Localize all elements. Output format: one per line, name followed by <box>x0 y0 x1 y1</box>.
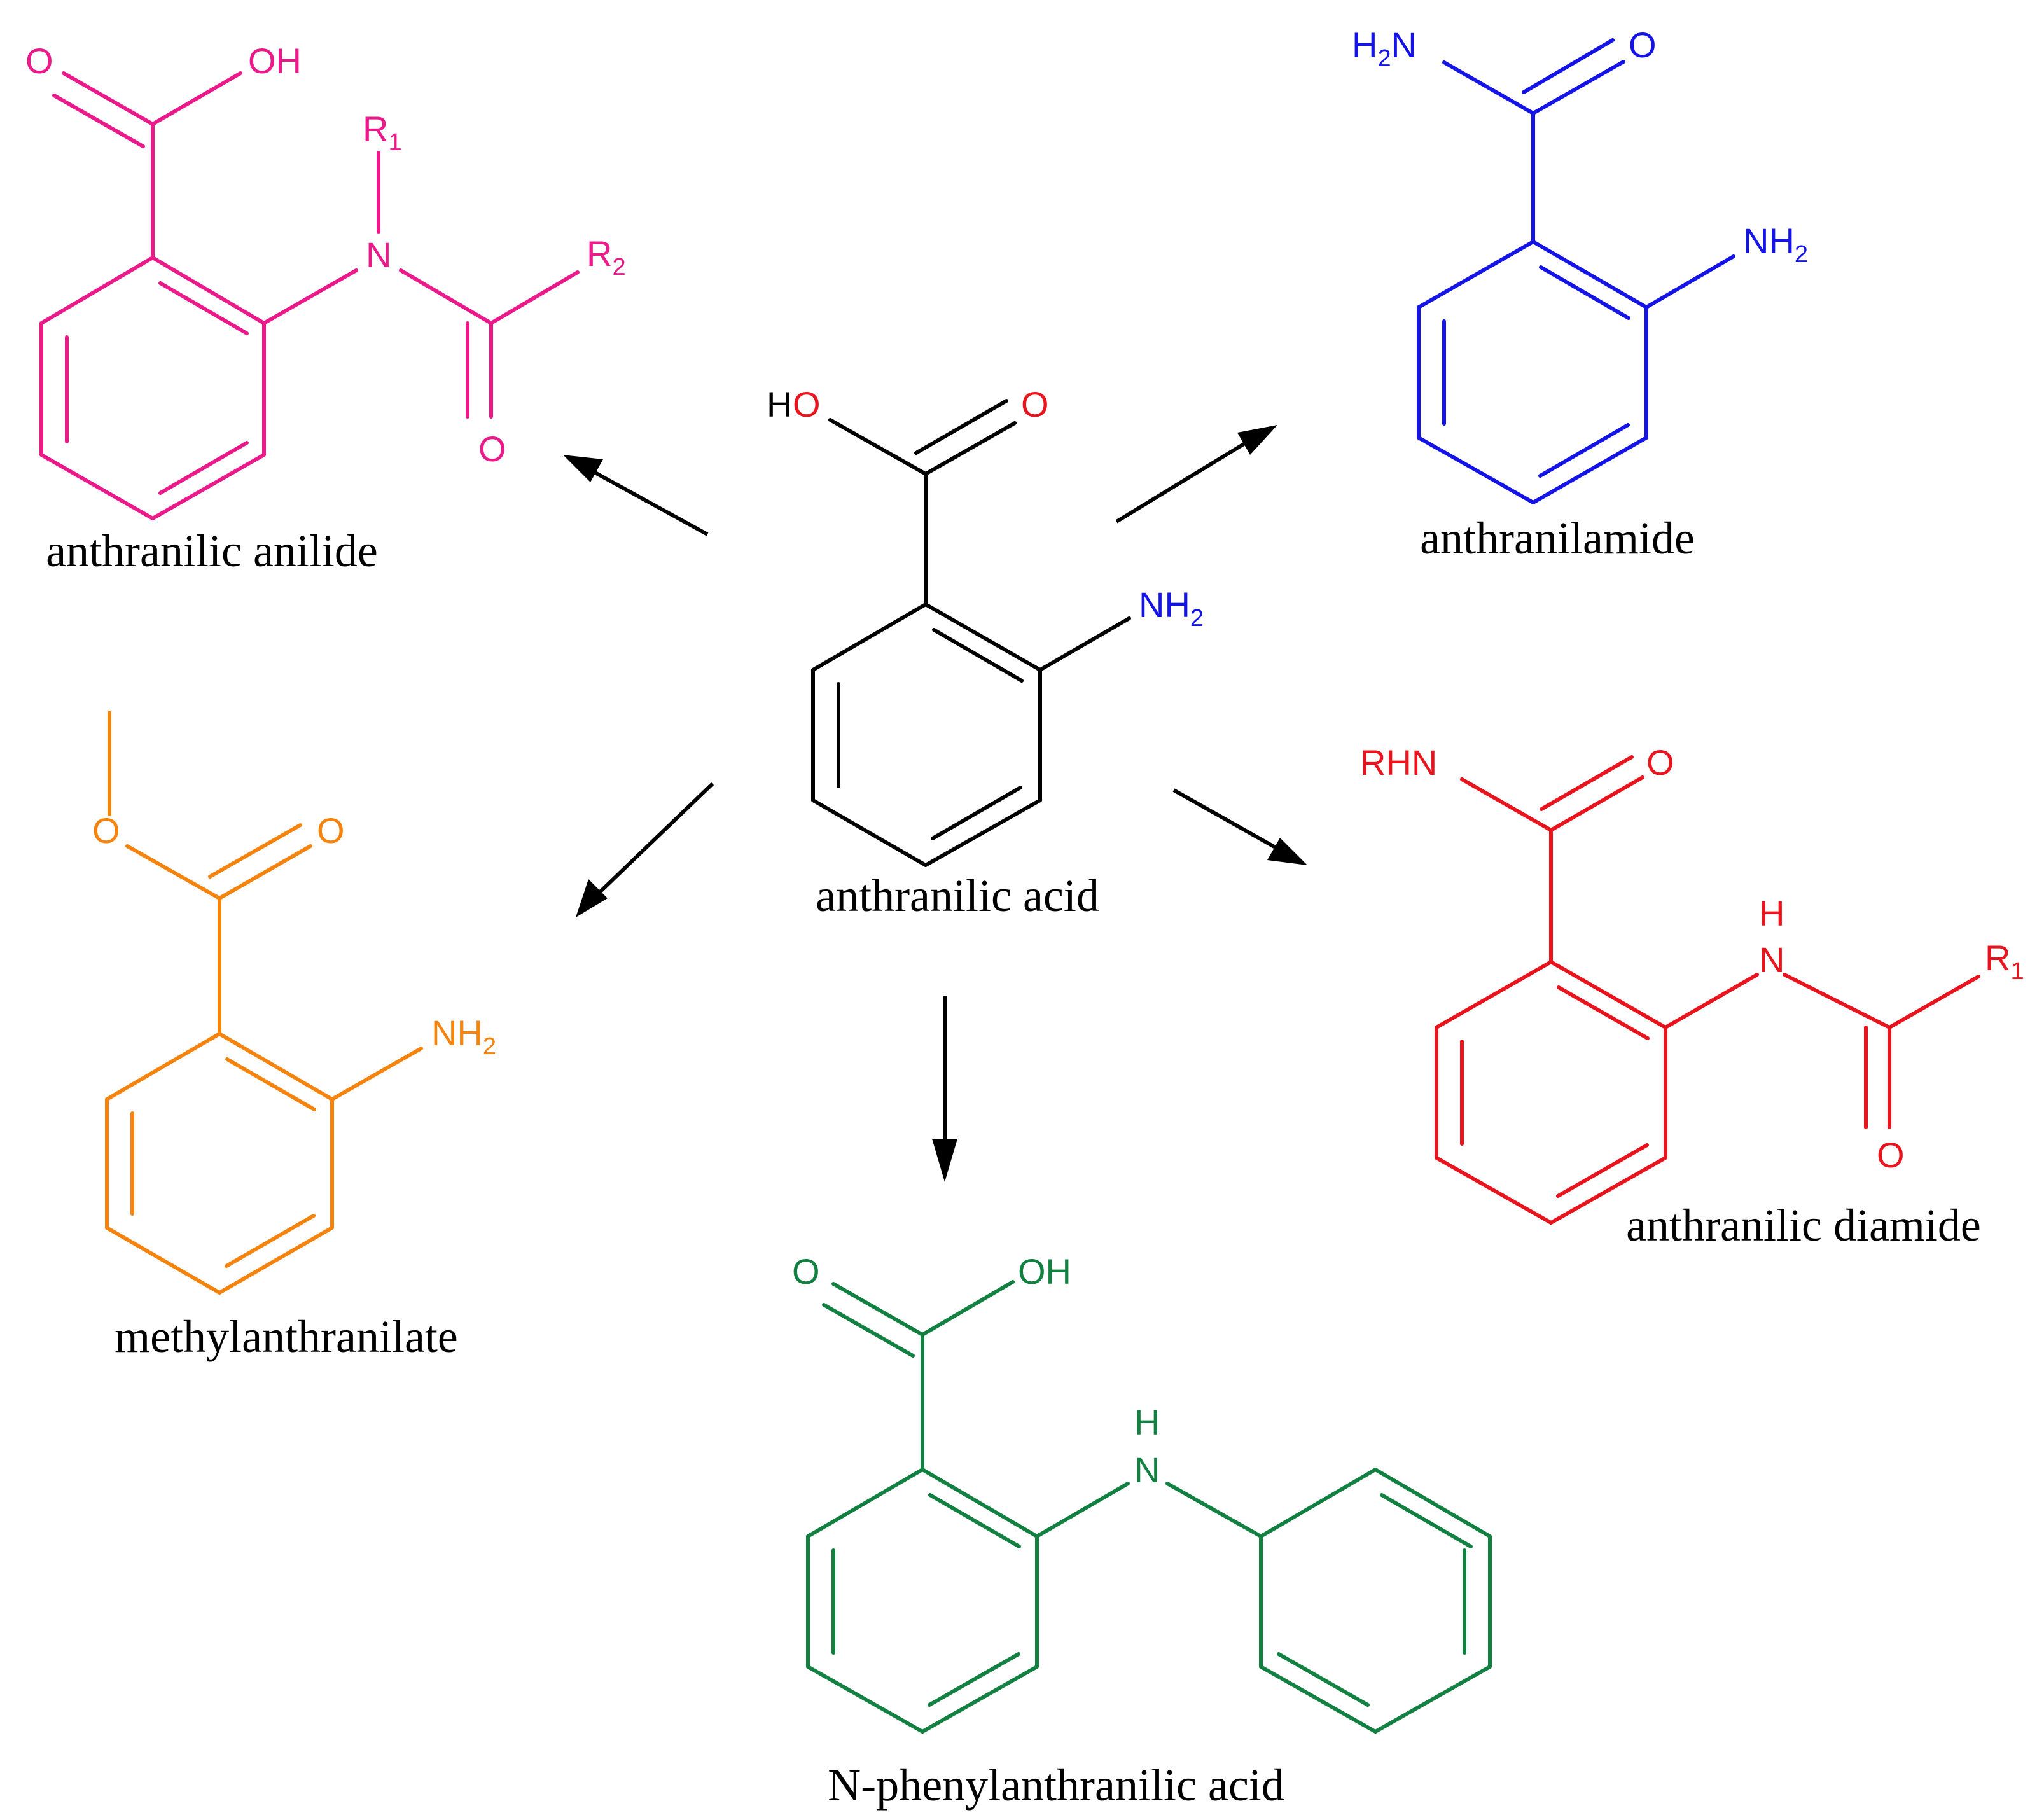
center-hydroxyl-h-label: H <box>767 384 792 424</box>
methyl-amine-sub: 2 <box>483 1033 496 1060</box>
caption-anthranilic-diamide: anthranilic diamide <box>1626 1200 1981 1251</box>
molecule-anthranilic-diamide: RHN O H N R1 O anthranilic diamide <box>1360 742 2024 1251</box>
diamide-carbonyl-o-label: O <box>1646 742 1674 782</box>
center-amine-n: NH <box>1139 585 1190 625</box>
methyl-ester-o-label: O <box>92 810 120 851</box>
phenyl-nh-h-label: H <box>1134 1402 1160 1442</box>
anilide-r1-label: R1 <box>363 109 402 156</box>
caption-methylanthranilate: methylanthranilate <box>115 1311 458 1362</box>
diamide-r1: R <box>1985 938 2010 978</box>
amide-carbonyl-o-label: O <box>1629 25 1657 65</box>
anilide-hydroxyl-label: OH <box>248 41 302 81</box>
center-amine-label: NH2 <box>1139 585 1204 632</box>
center-amine-sub: 2 <box>1190 605 1204 632</box>
phenyl-carbonyl-o-label: O <box>792 1251 820 1291</box>
methyl-amine-n: NH <box>431 1013 483 1053</box>
anilide-r2-label: R2 <box>587 233 626 281</box>
diamide-r1-label: R1 <box>1985 938 2024 985</box>
diamide-r1-sub: 1 <box>2010 958 2024 985</box>
phenyl-hydroxyl-label: OH <box>1018 1251 1071 1291</box>
arrows <box>563 425 1307 1182</box>
amide-h2n-label: H2N <box>1352 25 1417 72</box>
arrow-to-methylanthranilate <box>576 782 714 917</box>
anilide-n-label: N <box>366 235 391 275</box>
anilide-r1-sub: 1 <box>388 129 401 156</box>
molecule-n-phenylanthranilic-acid: O OH H N N-phenylanthranilic acid <box>792 1251 1492 1811</box>
arrow-to-anthranilamide <box>1115 425 1277 524</box>
diamide-n-label: N <box>1759 940 1784 980</box>
molecule-anthranilamide: H2N O NH2 anthranilamide <box>1352 25 1808 564</box>
arrow-to-anilide <box>563 455 709 536</box>
diamide-nh-h-label: H <box>1759 893 1784 933</box>
amide-amine-n: NH <box>1743 221 1795 261</box>
caption-n-phenylanthranilic-acid: N-phenylanthranilic acid <box>828 1760 1284 1811</box>
anilide-carbonyl-o-label: O <box>25 41 53 81</box>
methyl-amine-label: NH2 <box>431 1013 496 1060</box>
phenyl-n-label: N <box>1134 1450 1160 1490</box>
diamide-amide-o-label: O <box>1877 1135 1905 1175</box>
methyl-carbonyl-o-label: O <box>317 810 345 851</box>
amide-h2n-sub: 2 <box>1377 45 1391 72</box>
caption-anthranilic-acid: anthranilic acid <box>816 870 1099 921</box>
molecule-anthranilic-acid: H O O NH2 anthranilic acid <box>767 384 1204 921</box>
amide-amine-sub: 2 <box>1795 241 1808 268</box>
center-carbonyl-o-label: O <box>1021 384 1049 424</box>
anilide-r2-sub: 2 <box>612 254 625 281</box>
caption-anthranilic-anilide: anthranilic anilide <box>46 525 378 576</box>
amide-h2n-n: N <box>1391 25 1417 65</box>
caption-anthranilamide: anthranilamide <box>1420 513 1695 564</box>
arrow-to-diamide <box>1172 788 1307 865</box>
center-hydroxyl-o-label: O <box>793 384 821 424</box>
arrow-to-n-phenylanthranilic-acid <box>932 996 957 1182</box>
amide-h2n-h: H <box>1352 25 1377 65</box>
anilide-r2: R <box>587 233 612 274</box>
anilide-amide-o-label: O <box>478 429 506 469</box>
molecule-methylanthranilate: O O NH2 methylanthranilate <box>92 711 496 1362</box>
molecule-anthranilic-anilide: O OH R1 N R2 O anthranilic anilide <box>25 41 626 576</box>
diamide-rhn-label: RHN <box>1360 742 1437 782</box>
anilide-r1: R <box>363 109 388 149</box>
amide-amine-label: NH2 <box>1743 221 1808 268</box>
